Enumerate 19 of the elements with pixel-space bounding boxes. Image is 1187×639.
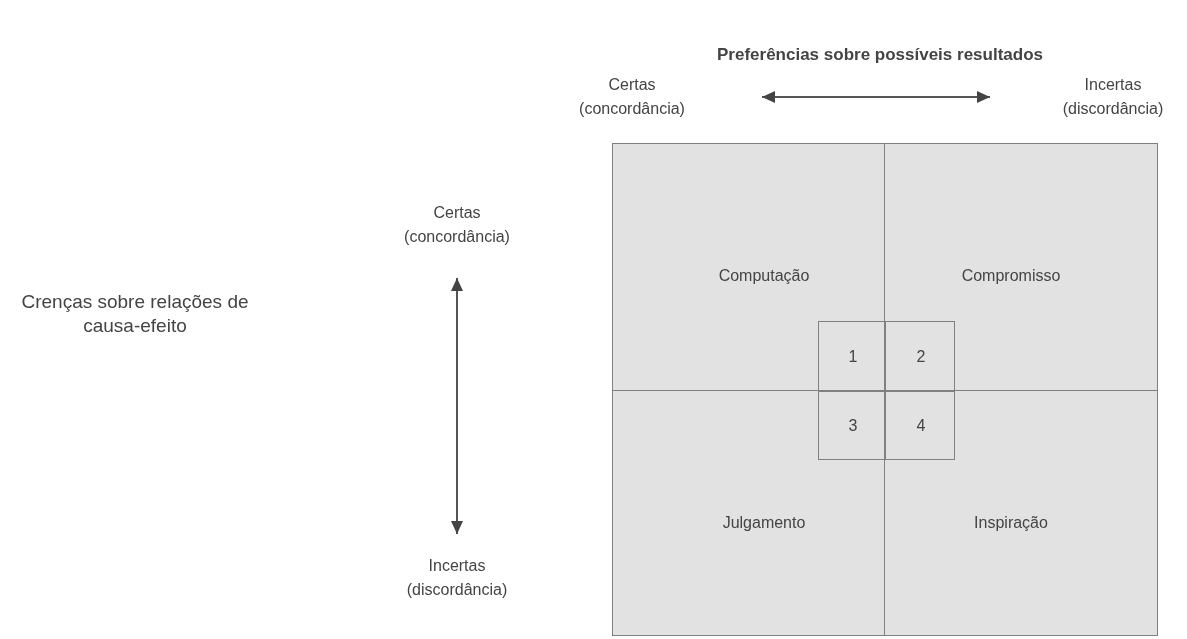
axis-title: Preferências sobre possíveis resultados bbox=[716, 44, 1044, 66]
cell-number: 4 bbox=[916, 417, 926, 435]
quadrant-label: Julgamento bbox=[722, 514, 806, 532]
cell-number: 2 bbox=[916, 348, 926, 366]
quadrant bbox=[612, 390, 885, 636]
axis-end-label: Incertas (discordância) bbox=[1061, 75, 1165, 119]
axis-end-label: Certas (concordância) bbox=[403, 203, 511, 247]
quadrant-label: Compromisso bbox=[961, 267, 1061, 285]
quadrant bbox=[884, 390, 1158, 636]
axis-title: Crenças sobre relações de causa-efeito bbox=[20, 290, 250, 338]
quadrant-label: Inspiração bbox=[974, 514, 1048, 532]
cell-number: 1 bbox=[848, 348, 858, 366]
quadrant-label: Computação bbox=[718, 267, 810, 285]
quadrant bbox=[612, 143, 885, 391]
matrix-cell bbox=[885, 391, 955, 460]
axis-end-label: Certas (concordância) bbox=[578, 75, 686, 119]
quadrant bbox=[884, 143, 1158, 391]
axis-end-label: Incertas (discordância) bbox=[405, 556, 509, 600]
cell-number: 3 bbox=[848, 417, 858, 435]
